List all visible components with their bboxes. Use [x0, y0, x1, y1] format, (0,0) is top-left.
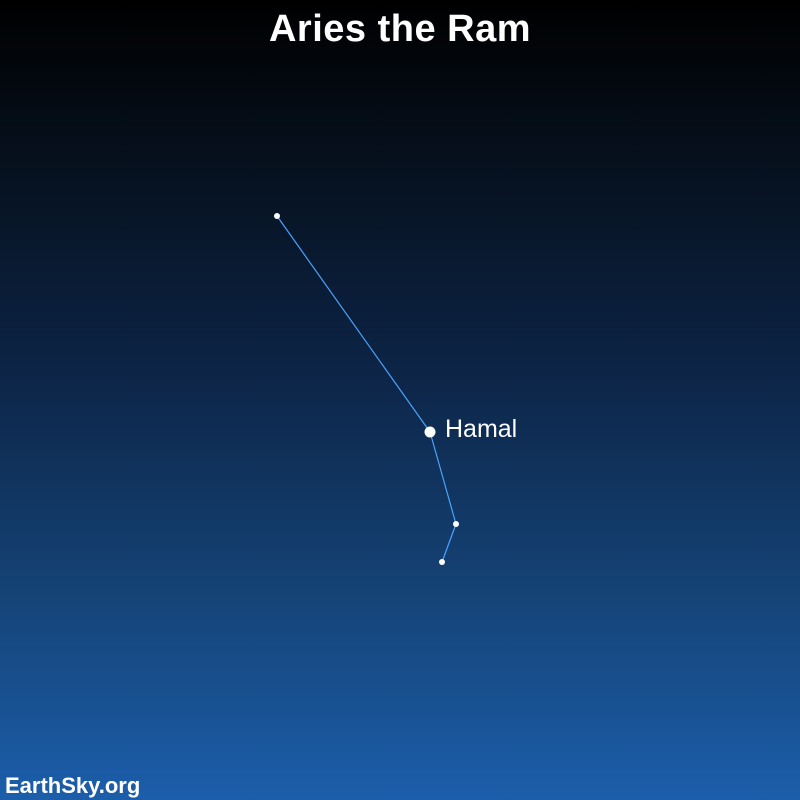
star-upper — [274, 213, 280, 219]
star-lower-1 — [453, 521, 459, 527]
star-hamal — [424, 426, 436, 438]
constellation-line-lower-1-to-lower-2 — [441, 523, 457, 563]
constellation-line-upper-to-hamal — [276, 215, 431, 433]
hamal-label: Hamal — [445, 415, 517, 443]
chart-title: Aries the Ram — [268, 8, 532, 50]
constellation-line-hamal-to-lower-1 — [429, 431, 457, 525]
star-lower-2 — [439, 559, 445, 565]
credit-text: EarthSky.org — [5, 773, 141, 798]
